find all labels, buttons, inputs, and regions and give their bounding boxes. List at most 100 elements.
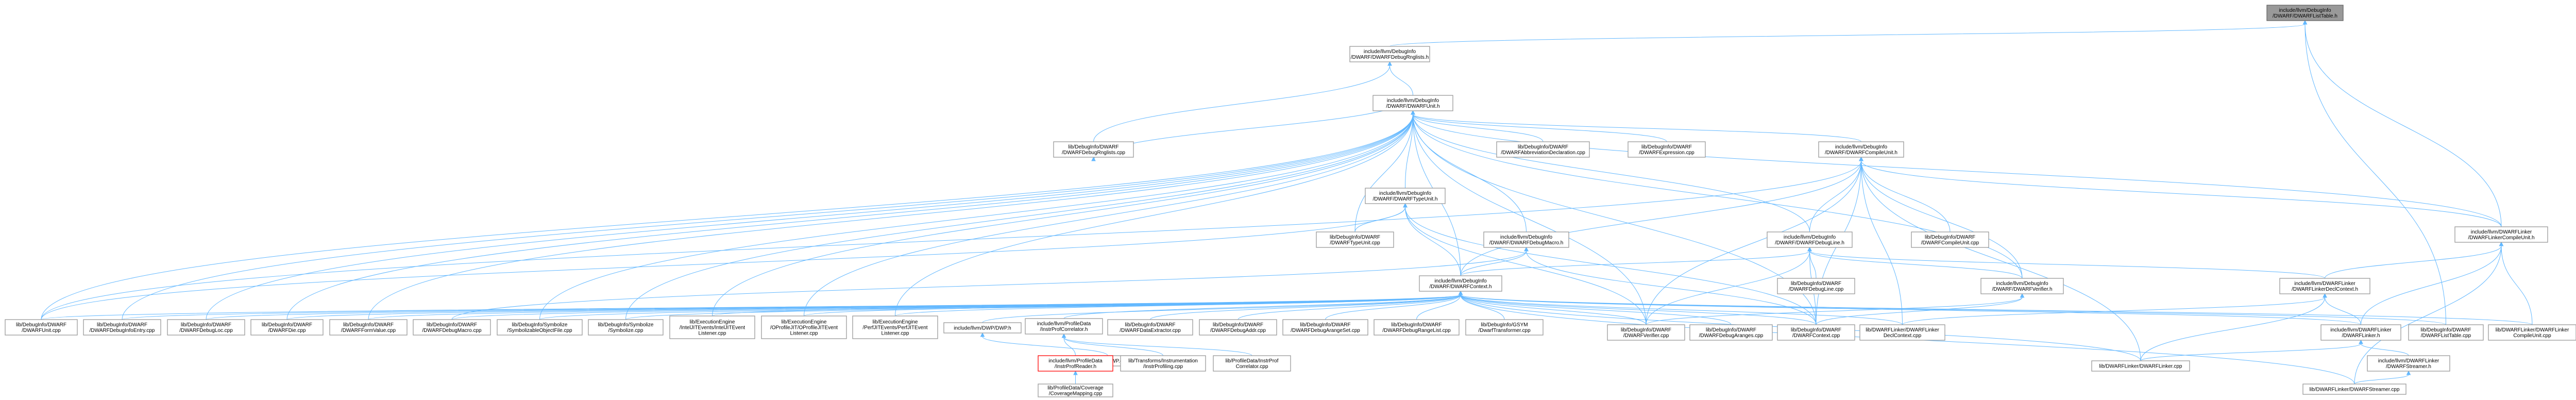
edge-instr_cpp-to-corr_h bbox=[1061, 333, 1163, 356]
node-label-line: /OProfileJIT/OProfileJITEvent bbox=[770, 325, 838, 331]
node-label-line: /DWARFContext.cpp bbox=[1792, 333, 1840, 339]
graph-node-dr-cpp[interactable]: lib/DebugInfo/DWARF/DWARFDebugRnglists.c… bbox=[1053, 141, 1134, 158]
edge-lcu_cpp-to-lcu bbox=[2499, 241, 2533, 325]
graph-node-lcu-cpp[interactable]: lib/DWARFLinker/DWARFLinkerCompileUnit.c… bbox=[2488, 324, 2576, 341]
edge-cov_cpp-to-ipr_h bbox=[1073, 370, 1078, 384]
graph-node-dmac-cpp[interactable]: lib/DebugInfo/DWARF/DWARFDebugMacro.cpp bbox=[413, 319, 491, 336]
edge-ipc_cpp-to-corr_h bbox=[1061, 333, 1252, 356]
node-label-line: lib/DebugInfo/DWARF bbox=[1791, 281, 1841, 287]
node-label-line: /DwarfTransformer.cpp bbox=[1478, 328, 1531, 334]
graph-node-lcu[interactable]: include/llvm/DWARFLinker/DWARFLinkerComp… bbox=[2454, 226, 2548, 243]
edge-intel_cpp-to-dctx bbox=[712, 290, 1463, 316]
node-label-line: include/llvm/DebugInfo bbox=[1500, 235, 1553, 240]
edge-link_cpp-to-ldc bbox=[2140, 293, 2327, 361]
graph-node-corr-h[interactable]: include/llvm/ProfileData/InstrProfCorrel… bbox=[1025, 318, 1103, 335]
node-label-line: /DWARFVerifier.cpp bbox=[1623, 333, 1669, 339]
node-label-line: lib/DebugInfo/DWARF bbox=[181, 322, 231, 328]
node-label-line: /DWARFDebugMacro.cpp bbox=[422, 328, 482, 334]
node-label-line: lib/ProfileData/InstrProf bbox=[1226, 358, 1279, 364]
edge-dctx_cpp-to-dm bbox=[1524, 246, 1817, 325]
node-label-line: /DWARFDebugRangeList.cpp bbox=[1382, 328, 1451, 334]
graph-node-symobj-cpp[interactable]: lib/DebugInfo/Symbolize/SymbolizableObje… bbox=[497, 319, 583, 336]
graph-node-dar-cpp[interactable]: lib/DebugInfo/DWARF/DWARFDebugArangeSet.… bbox=[1282, 319, 1368, 336]
edge-dctx-to-dcu bbox=[1460, 156, 1863, 276]
node-label-line: /DWARFUnit.cpp bbox=[22, 328, 61, 334]
graph-node-dlt-cpp[interactable]: lib/DebugInfo/DWARF/DWARFListTable.cpp bbox=[2408, 324, 2484, 341]
node-label-line: lib/DebugInfo/DWARF bbox=[1706, 327, 1756, 333]
node-label-line: lib/ExecutionEngine bbox=[782, 320, 827, 325]
graph-node-dext-cpp[interactable]: lib/DebugInfo/DWARF/DWARFDataExtractor.c… bbox=[1107, 319, 1193, 336]
node-label-line: include/llvm/ProfileData bbox=[1048, 358, 1103, 364]
node-label-line: /DWARFTypeUnit.cpp bbox=[1330, 240, 1380, 246]
graph-node-dline-cpp[interactable]: lib/DebugInfo/DWARF/DWARFDebugLine.cpp bbox=[1777, 278, 1855, 294]
edge-du_cpp-to-dcu bbox=[41, 156, 1863, 320]
graph-node-ddie-cpp[interactable]: lib/DebugInfo/DWARF/DWARFDie.cpp bbox=[250, 319, 324, 336]
node-label-line: Correlator.cpp bbox=[1236, 364, 1268, 370]
graph-node-gsym-cpp[interactable]: lib/DebugInfo/GSYM/DwarfTransformer.cpp bbox=[1465, 319, 1544, 336]
graph-node-dtu[interactable]: include/llvm/DebugInfo/DWARF/DWARFTypeUn… bbox=[1365, 188, 1446, 204]
graph-node-dctx[interactable]: include/llvm/DebugInfo/DWARF/DWARFContex… bbox=[1419, 275, 1502, 292]
graph-node-lh[interactable]: include/llvm/DWARFLinker/DWARFLinker.h bbox=[2320, 324, 2401, 341]
node-label-line: lib/DebugInfo/DWARF bbox=[97, 322, 147, 328]
node-label-line: include/llvm/DebugInfo bbox=[2279, 8, 2331, 13]
node-label-line: /DWARFFormValue.cpp bbox=[341, 328, 396, 334]
graph-node-du[interactable]: include/llvm/DebugInfo/DWARF/DWARFUnit.h bbox=[1372, 95, 1453, 111]
graph-node-oprof-cpp[interactable]: lib/ExecutionEngine/OProfileJIT/OProfile… bbox=[761, 315, 847, 339]
graph-node-dcu[interactable]: include/llvm/DebugInfo/DWARF/DWARFCompil… bbox=[1818, 141, 1904, 158]
graph-node-dcu-cpp[interactable]: lib/DebugInfo/DWARF/DWARFCompileUnit.cpp bbox=[1911, 231, 1989, 248]
edge-dline-to-du bbox=[1411, 110, 1810, 232]
graph-node-dl[interactable]: include/llvm/DebugInfo/DWARF/DWARFListTa… bbox=[2266, 5, 2344, 21]
graph-node-drl-cpp[interactable]: lib/DebugInfo/DWARF/DWARFDebugRangeList.… bbox=[1374, 319, 1460, 336]
graph-node-lstr-cpp[interactable]: lib/DWARFLinker/DWARFStreamer.cpp bbox=[2302, 384, 2406, 395]
node-label-line: include/llvm/DWARFLinker bbox=[2330, 327, 2392, 333]
graph-node-dars-cpp[interactable]: lib/DebugInfo/DWARF/DWARFDebugAranges.cp… bbox=[1689, 324, 1773, 341]
graph-node-intel-cpp[interactable]: lib/ExecutionEngine/IntelJITEvents/Intel… bbox=[669, 315, 755, 339]
graph-node-link-cpp[interactable]: lib/DWARFLinker/DWARFLinker.cpp bbox=[2091, 360, 2190, 372]
graph-node-sym-cpp[interactable]: lib/DebugInfo/Symbolize/Symbolize.cpp bbox=[588, 319, 664, 336]
edge-dinfo_cpp-to-du bbox=[122, 110, 1415, 320]
edge-dloc_cpp-to-dctx bbox=[206, 290, 1463, 320]
graph-node-dwp-h[interactable]: include/llvm/DWP/DWP.h bbox=[943, 322, 1022, 334]
graph-node-ldc-cpp[interactable]: lib/DWARFLinker/DWARFLinkerDeclContext.c… bbox=[1859, 324, 1945, 341]
graph-node-lstr-h[interactable]: include/llvm/DWARFLinker/DWARFStreamer.h bbox=[2367, 355, 2450, 372]
graph-node-du-cpp[interactable]: lib/DebugInfo/DWARF/DWARFUnit.cpp bbox=[5, 319, 78, 336]
node-label-line: /InstrProfCorrelator.h bbox=[1040, 327, 1088, 332]
node-label-line: /DWARFDebugLoc.cpp bbox=[179, 328, 233, 334]
graph-node-dm[interactable]: include/llvm/DebugInfo/DWARF/DWARFDebugM… bbox=[1483, 231, 1569, 248]
node-label-line: lib/DWARFLinker/DWARFLinker bbox=[2496, 327, 2569, 333]
graph-node-dtu-cpp[interactable]: lib/DebugInfo/DWARF/DWARFTypeUnit.cpp bbox=[1316, 231, 1394, 248]
graph-node-dinfo-cpp[interactable]: lib/DebugInfo/DWARF/DWARFDebugInfoEntry.… bbox=[83, 319, 161, 336]
graph-node-instr-cpp[interactable]: lib/Transforms/Instrumentation/InstrProf… bbox=[1120, 355, 1206, 372]
node-label-line: /IntelJITEvents/IntelJITEvent bbox=[680, 325, 745, 331]
graph-node-dform-cpp[interactable]: lib/DebugInfo/DWARF/DWARFFormValue.cpp bbox=[329, 319, 408, 336]
node-label-line: DeclContext.cpp bbox=[1884, 333, 1922, 339]
node-label-line: lib/ExecutionEngine bbox=[873, 320, 918, 325]
graph-node-dv[interactable]: include/llvm/DebugInfo/DWARF/DWARFVerifi… bbox=[1980, 278, 2064, 294]
node-label-line: lib/DWARFLinker/DWARFLinker.cpp bbox=[2099, 364, 2182, 370]
graph-node-dexpr[interactable]: lib/DebugInfo/DWARF/DWARFExpression.cpp bbox=[1628, 141, 1706, 158]
graph-node-daddr-cpp[interactable]: lib/DebugInfo/DWARF/DWARFDebugAddr.cpp bbox=[1199, 319, 1277, 336]
graph-node-cov-cpp[interactable]: lib/ProfileData/Coverage/CoverageMapping… bbox=[1038, 384, 1113, 397]
node-label-line: include/llvm/DebugInfo bbox=[1835, 144, 1888, 150]
edge-perf_cpp-to-du bbox=[895, 110, 1415, 316]
node-label-line: /DWARF/DWARFDebugLine.h bbox=[1775, 240, 1844, 246]
node-label-line: /DWARF/DWARFContext.h bbox=[1430, 284, 1492, 290]
graph-node-dodd[interactable]: lib/DebugInfo/DWARF/DWARFAbbreviationDec… bbox=[1496, 141, 1590, 158]
edge-gsym_cpp-to-dctx bbox=[1458, 290, 1505, 320]
node-label-line: /DWARFLinkerCompileUnit.h bbox=[2468, 235, 2534, 241]
graph-node-perf-cpp[interactable]: lib/ExecutionEngine/PerfJITEvents/PerfJI… bbox=[852, 315, 938, 339]
node-label-line: Listener.cpp bbox=[699, 331, 726, 337]
edge-lstr_cpp-to-lstr_h bbox=[2354, 370, 2411, 385]
graph-node-dctx-cpp[interactable]: lib/DebugInfo/DWARF/DWARFContext.cpp bbox=[1777, 324, 1855, 341]
graph-node-dver-cpp[interactable]: lib/DebugInfo/DWARF/DWARFVerifier.cpp bbox=[1607, 324, 1685, 341]
node-label-line: /DWARFDebugLine.cpp bbox=[1789, 287, 1844, 292]
graph-node-dline[interactable]: include/llvm/DebugInfo/DWARF/DWARFDebugL… bbox=[1767, 231, 1853, 248]
graph-node-ipc-cpp[interactable]: lib/ProfileData/InstrProfCorrelator.cpp bbox=[1213, 355, 1291, 372]
graph-node-ipr-h[interactable]: include/llvm/ProfileData/InstrProfReader… bbox=[1038, 355, 1113, 372]
graph-node-dloc-cpp[interactable]: lib/DebugInfo/DWARF/DWARFDebugLoc.cpp bbox=[167, 319, 245, 336]
edge-ddie_cpp-to-du bbox=[286, 110, 1415, 320]
graph-node-ds[interactable]: include/llvm/DebugInfo/DWARF/DWARFDebugR… bbox=[1349, 46, 1430, 62]
graph-node-ldc[interactable]: include/llvm/DWARFLinker/DWARFLinkerDecl… bbox=[2279, 278, 2370, 294]
node-label-line: /DWARFDebugRnglists.cpp bbox=[1062, 150, 1125, 156]
edge-dr_cpp-to-ds bbox=[1093, 61, 1392, 142]
